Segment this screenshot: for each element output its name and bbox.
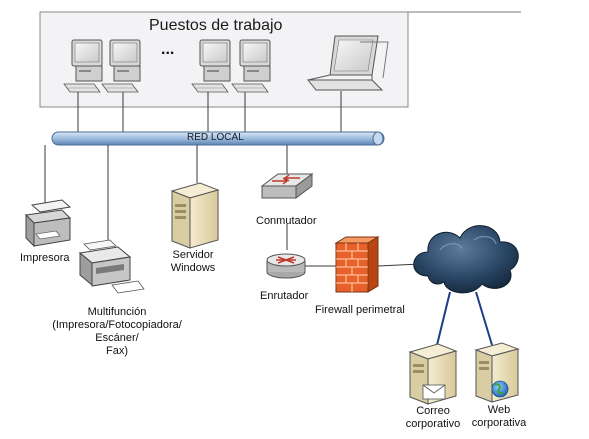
mail-icon bbox=[422, 384, 446, 400]
server-label: Servidor Windows bbox=[170, 249, 216, 274]
web-server-icon bbox=[474, 342, 520, 403]
workstation-links bbox=[77, 91, 342, 132]
workstations-group bbox=[39, 11, 521, 108]
router-icon bbox=[266, 253, 306, 279]
multifunction-label: Multifunción (Impresora/Fotocopiadora/ E… bbox=[52, 306, 182, 357]
firewall-icon bbox=[334, 236, 380, 293]
globe-icon bbox=[491, 380, 509, 398]
lan-bus bbox=[51, 131, 385, 146]
switch-label: Conmutador bbox=[256, 215, 317, 227]
cloud-icon bbox=[413, 225, 519, 294]
wan-links bbox=[436, 291, 493, 346]
more-workstations-ellipsis: ... bbox=[161, 41, 175, 58]
mail-server-icon bbox=[408, 343, 458, 405]
device-links bbox=[44, 145, 421, 267]
workstations-title: Puestos de trabajo bbox=[149, 17, 283, 34]
web-server-label: Web corporativa bbox=[471, 404, 527, 429]
multifunction-printer-icon bbox=[78, 239, 145, 294]
router-label: Enrutador bbox=[260, 290, 309, 302]
switch-icon bbox=[260, 173, 314, 199]
firewall-label: Firewall perimetral bbox=[315, 304, 405, 316]
mail-server-label: Correo corporativo bbox=[405, 405, 461, 430]
printer-icon bbox=[24, 199, 72, 248]
laptop-icon bbox=[306, 35, 389, 91]
server-icon bbox=[170, 182, 220, 249]
printer-label: Impresora bbox=[20, 252, 70, 264]
lan-bus-label: RED LOCAL bbox=[187, 132, 244, 143]
